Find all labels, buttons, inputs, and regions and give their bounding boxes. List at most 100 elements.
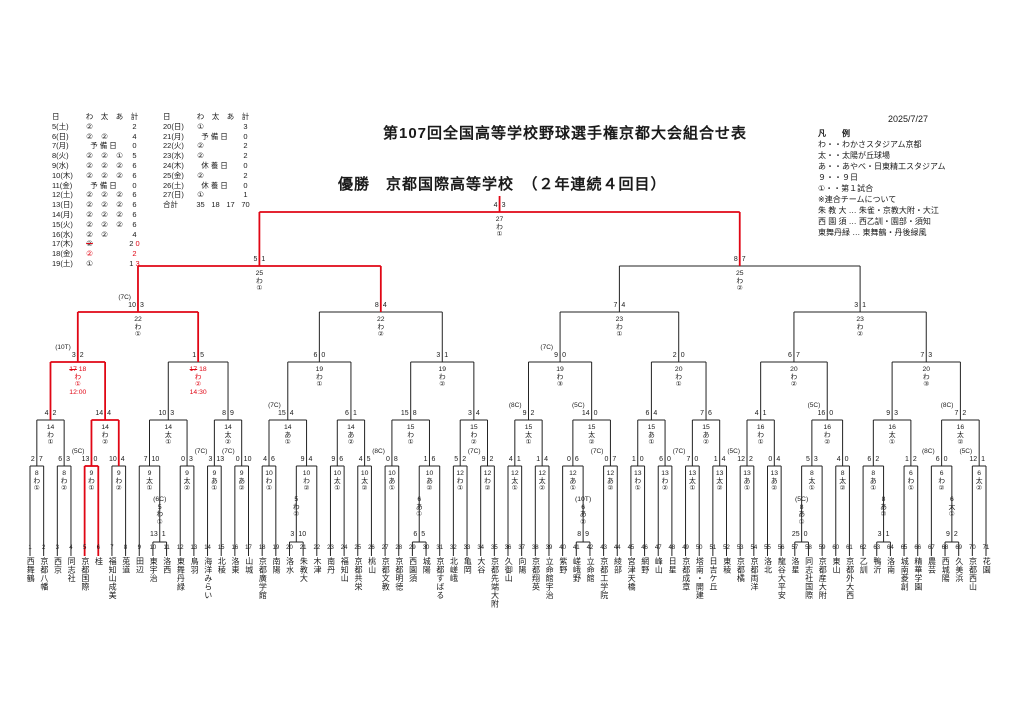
game-score-right: 0 [943, 456, 948, 463]
game-score-left: 3 [854, 302, 859, 309]
team-name: 嵯峨野 [572, 557, 582, 583]
schedule-cell: 合計 [163, 200, 178, 210]
schedule-cell: ① [86, 258, 93, 268]
draw-position-number: 18 [258, 545, 266, 551]
team-name: 同志社 [67, 557, 77, 583]
team-name: 網野 [640, 557, 650, 574]
game-score-left: 3 [71, 352, 76, 359]
game-score-left: 3 [467, 410, 472, 417]
game-score-right: 6 [339, 456, 344, 463]
schedule-cell: 9(水) [52, 160, 69, 170]
team-name: 海洋みらい [203, 557, 213, 600]
draw-position-number: 37 [518, 545, 525, 551]
draw-position-number: 8 [123, 545, 128, 551]
schedule-cell: 26(土) [163, 180, 184, 190]
schedule-cell [112, 230, 127, 240]
game-score-right: 7 [795, 352, 800, 359]
game-score-right: 2 [462, 456, 467, 463]
schedule-cell: 24(木) [163, 160, 184, 170]
schedule-col-header: 太 [100, 112, 109, 121]
game-score-right: 10 [151, 456, 160, 463]
schedule-cell: ② [101, 200, 108, 210]
team-name: 鳥羽 [190, 557, 200, 574]
schedule-cell [223, 151, 238, 161]
team-name: 南陽 [272, 557, 282, 574]
game-score-left: 0 [768, 456, 773, 463]
game-score-left: 6 [413, 531, 418, 538]
team-name: 向陽 [517, 557, 527, 574]
game-score-right: 1 [352, 410, 357, 417]
game-score-right: 2 [912, 456, 917, 463]
schedule-cell: 6 [132, 190, 137, 200]
team-name: 東山 [831, 557, 841, 574]
schedule-cell [208, 190, 223, 200]
schedule-cell: 6 [132, 200, 137, 210]
cold-game-note: (7C) [467, 448, 481, 455]
cold-game-note: (5C) [572, 402, 585, 409]
game-score-right: 4 [308, 456, 313, 463]
schedule-cell: 6 [132, 160, 137, 170]
draw-position-number: 53 [736, 545, 744, 551]
game-score-left: 3 [208, 456, 213, 463]
team-name: 洛水 [285, 557, 295, 574]
team-name: 久美浜 [954, 557, 964, 583]
game-score-right: 4 [120, 456, 125, 463]
team-name: 京都西山 [968, 557, 978, 591]
schedule-cell: ① [197, 190, 204, 200]
schedule-cell: 0 [243, 160, 248, 170]
champion-line: 優勝 京都国際高等学校 （２年連続４回目） [338, 176, 667, 193]
team-name: 亀岡 [463, 557, 473, 574]
schedule-cell: 15(火) [52, 219, 73, 229]
cold-game-note: (7C) [590, 448, 604, 455]
game-score-left: 14 [95, 410, 104, 417]
legend-line: ９・・９日 [818, 173, 858, 182]
schedule-cell [112, 122, 127, 132]
schedule-cell: ② [197, 170, 204, 180]
game-score-right: 0 [829, 410, 834, 417]
game-score-right: 4 [776, 456, 781, 463]
schedule-cell: 6(日) [52, 131, 69, 141]
schedule-cell [208, 141, 223, 151]
draw-position-number: 45 [627, 545, 635, 551]
game-score-left: 1 [904, 456, 909, 463]
schedule-col-header: あ [226, 112, 235, 121]
schedule-cell: 20(日) [163, 121, 184, 131]
legend: 凡 例 わ・・わかさスタジアム京都太・・太陽が丘球場あ・・あやべ・日東精工スタジ… [818, 128, 945, 238]
draw-position-number: 21 [299, 545, 307, 551]
schedule-cell: 5(土) [52, 121, 69, 131]
game-score-left: 6 [313, 352, 318, 359]
schedule-cell: ② [86, 131, 93, 141]
team-name: 木津 [312, 557, 322, 574]
game-score-left: 10 [158, 410, 167, 417]
game-score-right: 4 [382, 302, 387, 309]
game-score-left: 9 [331, 456, 336, 463]
game-score-right: 7 [612, 456, 617, 463]
game-score-right: 3 [928, 352, 933, 359]
game-score-left: 3 [290, 531, 295, 538]
team-name: 東宇治 [149, 557, 159, 583]
game-score-left: 1 [713, 456, 718, 463]
schedule-cell: ② [116, 219, 123, 229]
